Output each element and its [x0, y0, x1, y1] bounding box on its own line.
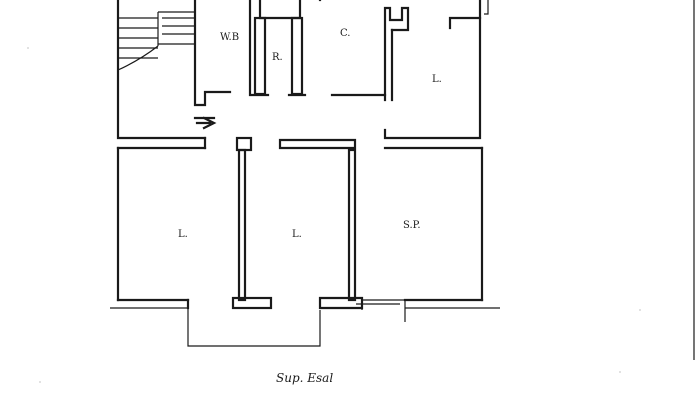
- room-label-l-top-right: L.: [432, 74, 442, 85]
- room-label-sp: S.P.: [403, 220, 421, 231]
- signature: Sup. Esal: [276, 371, 333, 385]
- wb-room-walls: [193, 0, 252, 107]
- entrance: [193, 116, 217, 150]
- room-label-c: C.: [340, 28, 350, 39]
- r-room-walls: [250, 0, 307, 97]
- bottom-shell: [110, 146, 500, 347]
- scan-specks: [27, 47, 641, 383]
- staircase: [116, 0, 207, 140]
- c-room-walls: [318, 0, 410, 102]
- corridor-walls: [116, 136, 484, 152]
- l-top-right-walls: [383, 0, 489, 140]
- room-label-r: R.: [272, 52, 283, 63]
- room-label-l-bottom-mid: L.: [292, 229, 302, 240]
- room-label-wb: W.B: [220, 32, 239, 43]
- bottom-partitions: [231, 148, 406, 322]
- room-label-l-bottom-left: L.: [178, 229, 188, 240]
